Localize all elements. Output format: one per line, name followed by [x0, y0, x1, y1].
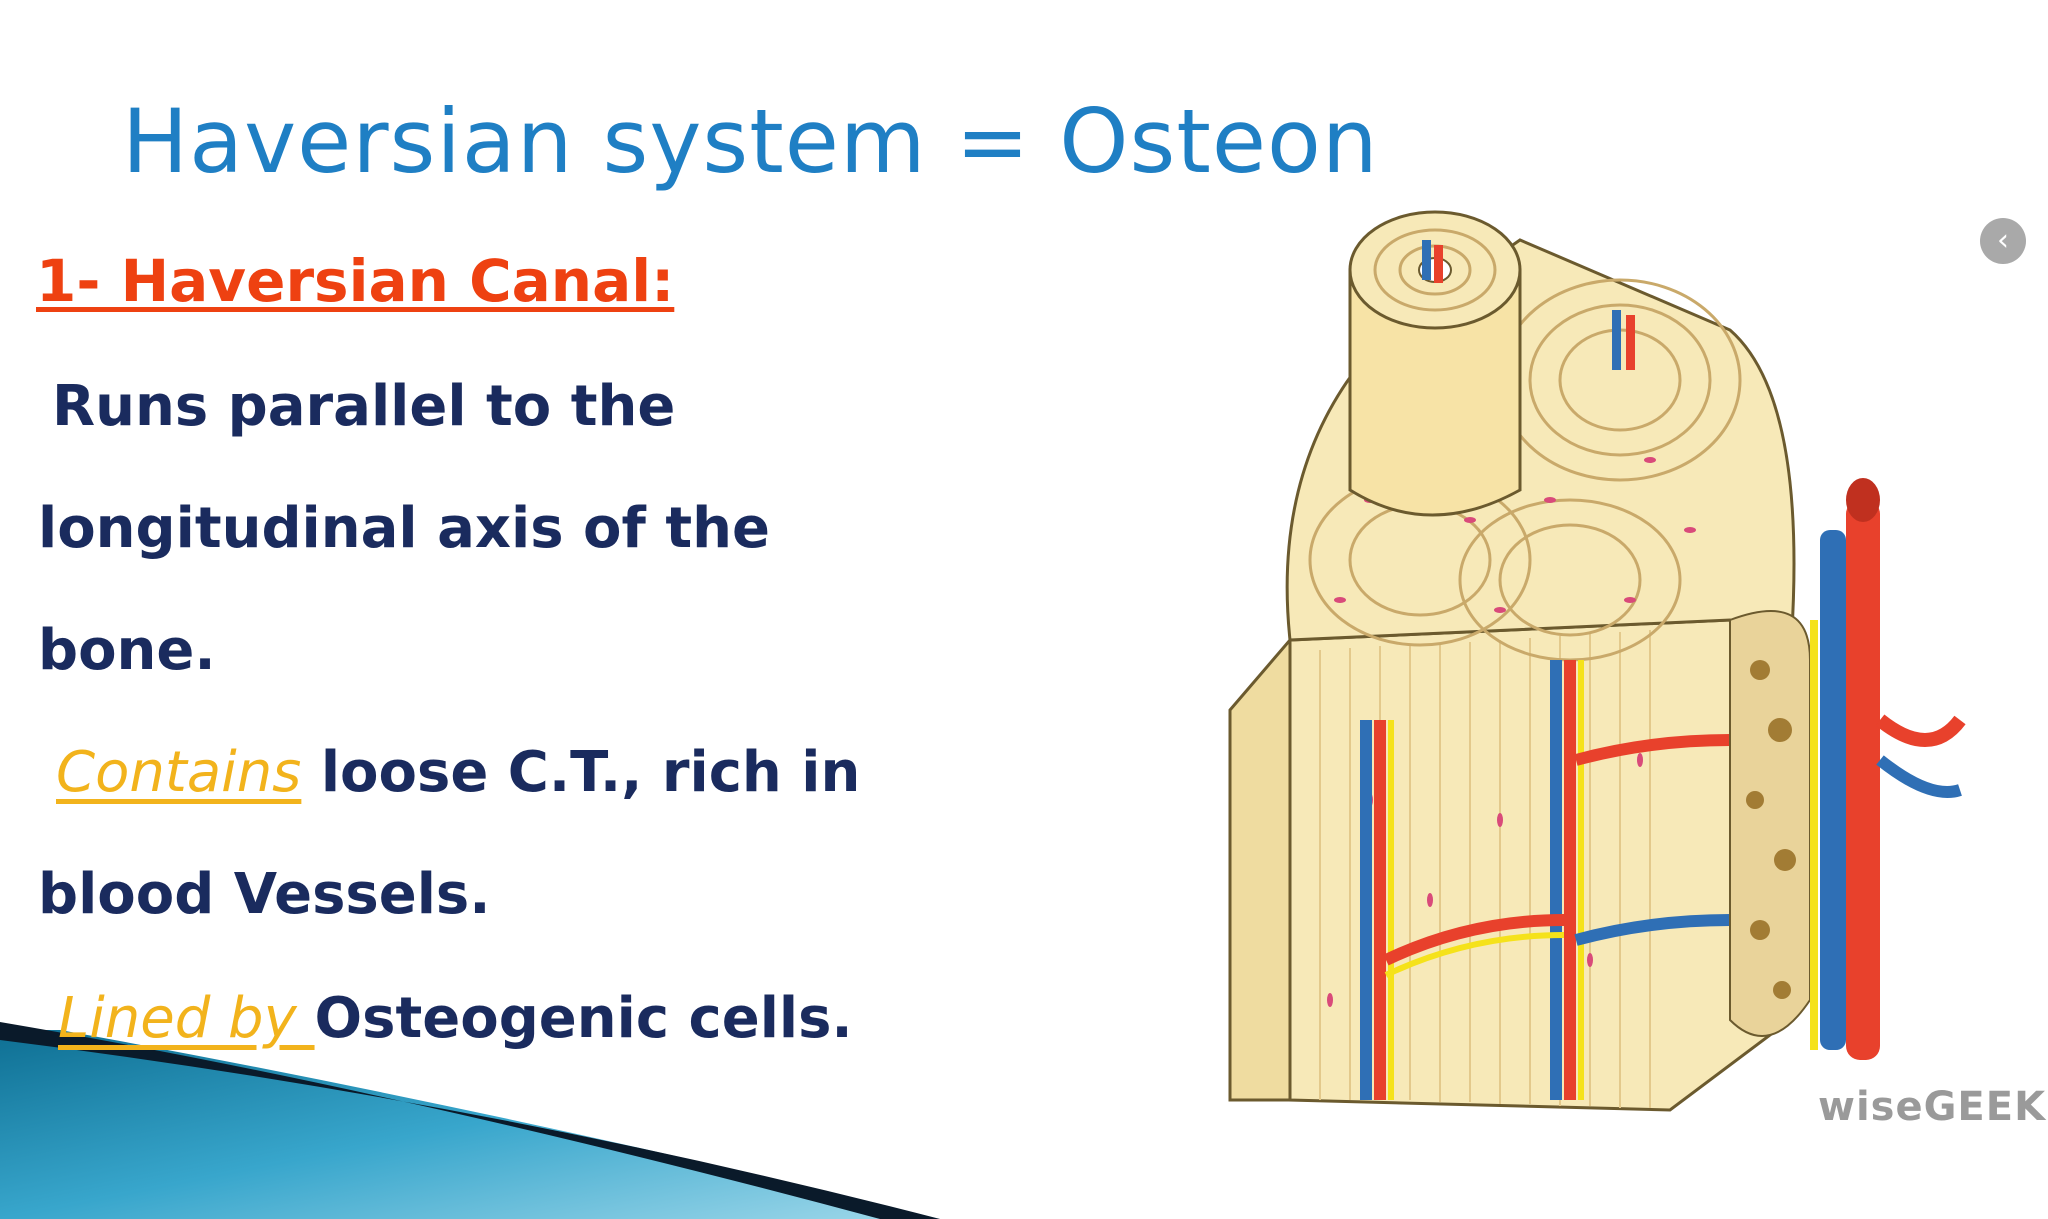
osteon-cylinder [1348, 268, 1522, 517]
keyword-lined-by: Lined by [58, 986, 315, 1051]
text-line-4: Contains loose C.T., rich in [56, 738, 860, 808]
text-line-5: blood Vessels. [38, 862, 491, 927]
text-line-6: Lined by Osteogenic cells. [58, 984, 853, 1054]
text-line-1: Runs parallel to the [52, 374, 676, 439]
watermark-text: wiseGEEK [1818, 1084, 2047, 1130]
spongy-bone [1729, 610, 1811, 1037]
text-line-4-rest: loose C.T., rich in [301, 740, 861, 805]
osteon-diagram-icon [1228, 210, 1966, 1112]
slide-title: Haversian system = Osteon [122, 90, 1379, 193]
keyword-contains: Contains [56, 740, 302, 805]
text-line-2: longitudinal axis of the [38, 496, 770, 561]
text-line-6-rest: Osteogenic cells. [314, 986, 853, 1051]
text-line-3: bone. [38, 618, 216, 683]
bone-block-front [1228, 635, 1292, 1102]
section-heading: 1- Haversian Canal: [36, 247, 675, 315]
chevron-left-icon[interactable]: ‹ [1980, 218, 2026, 264]
